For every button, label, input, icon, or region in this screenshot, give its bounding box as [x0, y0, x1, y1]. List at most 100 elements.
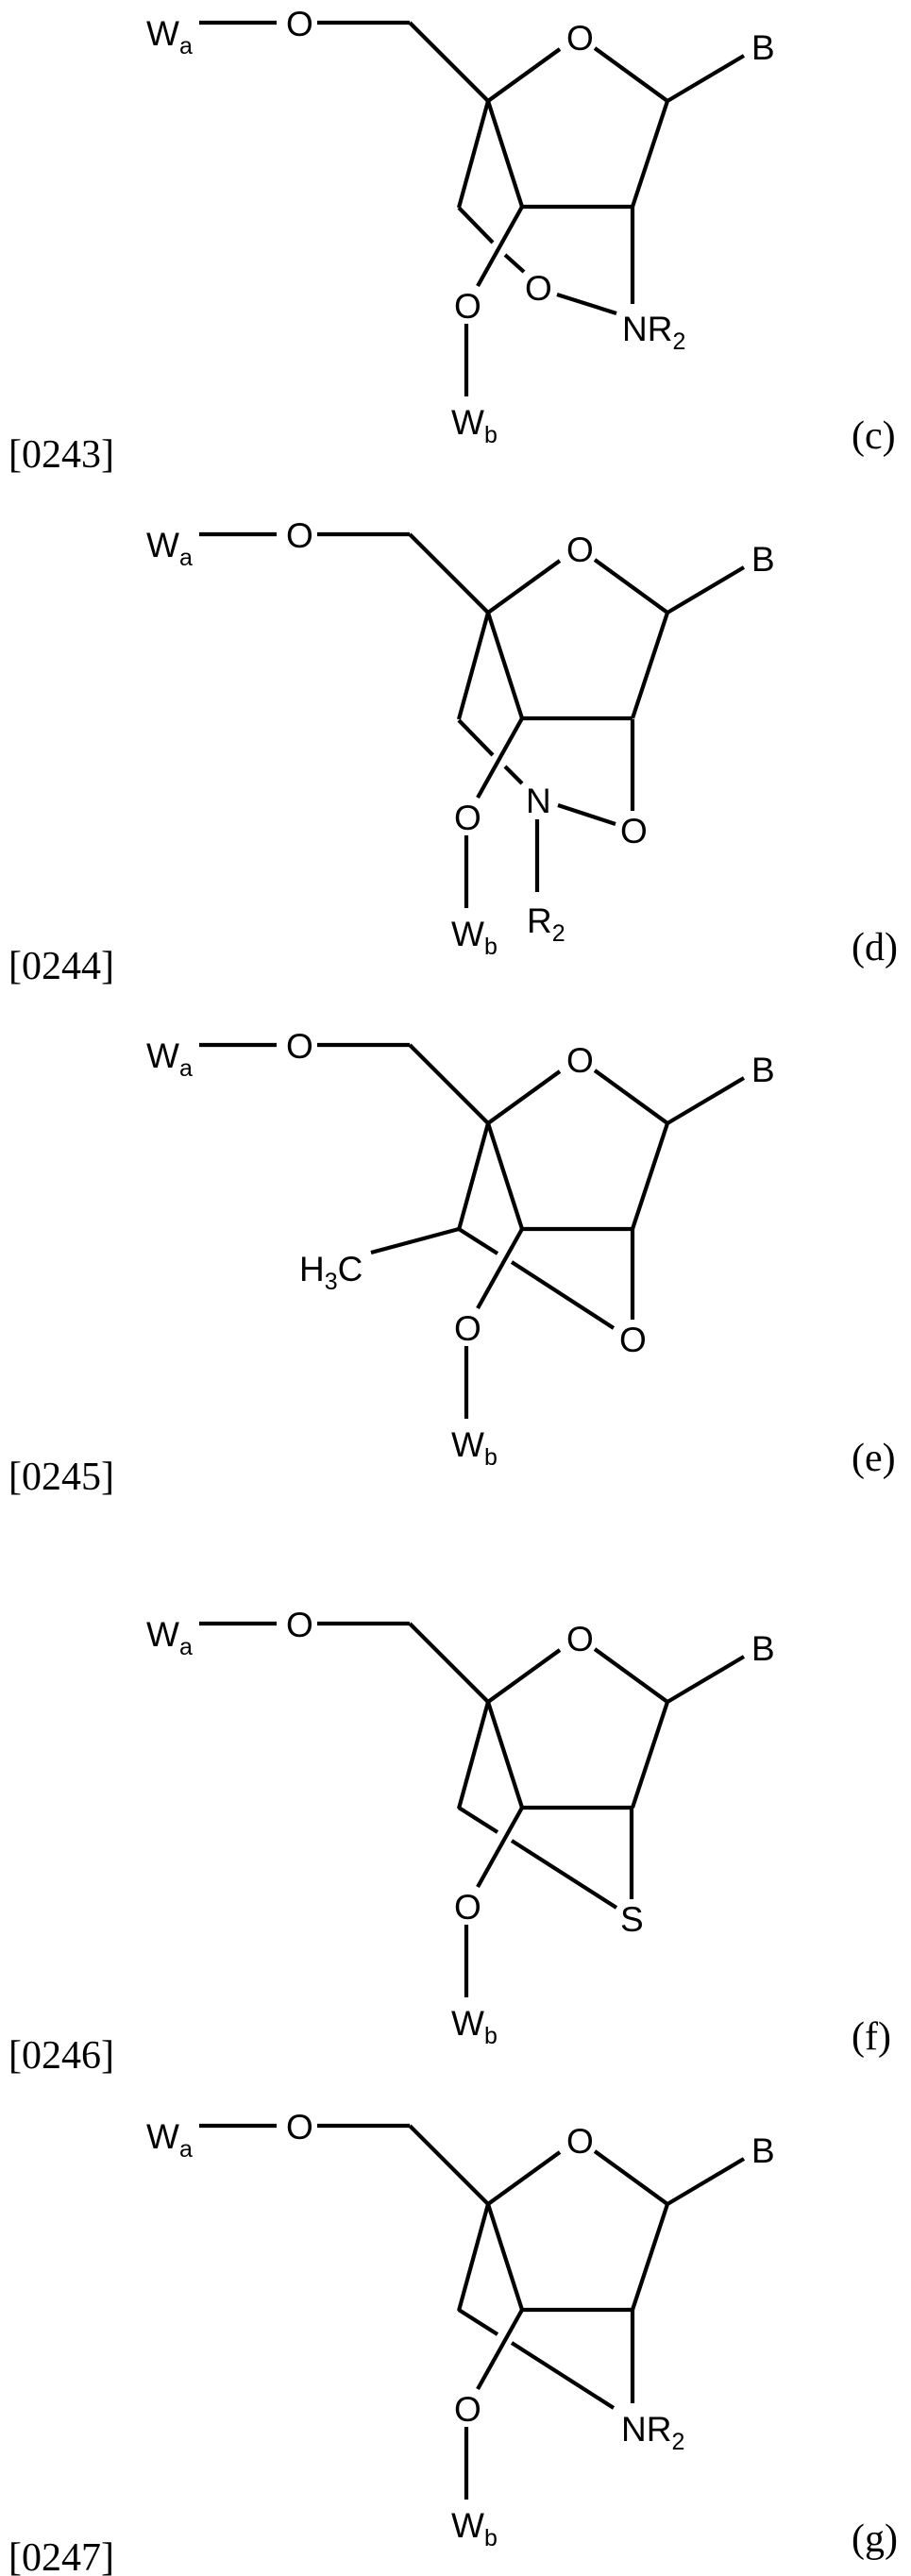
bond-line: [631, 612, 669, 719]
bridge-atom-label: H3C: [299, 1250, 363, 1295]
oxygen-5-label: O: [286, 1606, 313, 1644]
wb-label: Wb: [451, 2506, 498, 2551]
bond-line: [486, 1069, 562, 1125]
bond-line: [486, 2150, 562, 2206]
wa-label: Wa: [146, 1615, 193, 1660]
figure-label: (e): [852, 1437, 896, 1480]
oxygen-5-label: O: [286, 2108, 313, 2147]
bond-line: [666, 1076, 746, 1125]
bond-line: [510, 2341, 616, 2410]
bond-line: [456, 100, 491, 209]
base-label: B: [751, 2131, 775, 2170]
oxygen-3-label: O: [454, 1888, 481, 1927]
wb-label: Wb: [451, 915, 498, 960]
bond-line: [503, 765, 524, 785]
bridge-atom-label: NR2: [622, 310, 685, 355]
wa-label: Wa: [146, 1036, 193, 1082]
bond-line: [510, 1260, 616, 1330]
bridge-atom-label: NR2: [621, 2410, 684, 2455]
bond-line: [666, 1655, 746, 1704]
ring-oxygen-label: O: [566, 19, 594, 58]
bond-line: [631, 2203, 669, 2311]
bond-line: [457, 718, 495, 757]
bond-line: [666, 2157, 746, 2206]
bond-line: [503, 253, 526, 274]
oxygen-3-label: O: [454, 1309, 481, 1348]
base-label: B: [751, 540, 775, 579]
paragraph-number: [0246]: [8, 2034, 114, 2078]
figure-label: (g): [852, 2517, 898, 2561]
bond-line: [457, 1227, 499, 1255]
bridge-atom-label: O: [525, 269, 552, 308]
wb-label: Wb: [451, 2004, 498, 2049]
paragraph-number: [0247]: [8, 2536, 114, 2576]
wa-label: Wa: [146, 526, 193, 571]
ring-oxygen-label: O: [566, 2122, 594, 2161]
bond-line: [457, 206, 495, 244]
oxygen-5-label: O: [286, 1027, 313, 1066]
bridge-atom-label: R2: [527, 901, 565, 947]
bond-line: [486, 2203, 524, 2311]
paragraph-number: [0245]: [8, 1456, 114, 1499]
bond-line: [486, 100, 524, 208]
bond-line: [486, 559, 562, 615]
bond-line: [631, 100, 669, 208]
figure-label: (f): [852, 2015, 891, 2059]
bridge-atom-label: N: [526, 782, 551, 820]
bond-line: [456, 1122, 491, 1231]
figure-label: (c): [852, 414, 896, 458]
wa-label: Wa: [146, 14, 193, 59]
bond-line: [666, 565, 746, 615]
wa-label: Wa: [146, 2117, 193, 2163]
bond-line: [476, 205, 524, 288]
ring-oxygen-label: O: [566, 1620, 594, 1658]
wb-label: Wb: [451, 1425, 498, 1471]
bond-line: [457, 2308, 499, 2336]
paragraph-number: [0243]: [8, 433, 114, 477]
oxygen-3-label: O: [454, 799, 481, 837]
bond-line: [408, 1043, 490, 1125]
bond-line: [631, 1122, 669, 1230]
ring-oxygen-label: O: [566, 530, 594, 569]
bond-line: [456, 2203, 491, 2312]
bond-line: [486, 612, 524, 719]
bond-line: [456, 1701, 491, 1810]
bond-line: [556, 292, 617, 316]
figure-label: (d): [852, 926, 898, 969]
bond-line: [476, 1227, 524, 1310]
bond-line: [476, 1806, 524, 1889]
bond-line: [486, 47, 562, 103]
oxygen-5-label: O: [286, 516, 313, 555]
bridge-atom-label: O: [619, 1321, 647, 1359]
bond-line: [476, 716, 524, 800]
bond-line: [408, 21, 490, 103]
bridge-atom-label: O: [620, 812, 648, 850]
bond-line: [408, 532, 490, 615]
bond-line: [631, 1701, 669, 1809]
base-label: B: [751, 28, 775, 67]
ring-oxygen-label: O: [566, 1041, 594, 1080]
bond-line: [457, 1806, 499, 1834]
bond-line: [408, 2124, 490, 2206]
wb-label: Wb: [451, 403, 498, 448]
base-label: B: [751, 1051, 775, 1089]
oxygen-3-label: O: [454, 2390, 481, 2429]
bond-line: [476, 2308, 524, 2391]
bond-line: [486, 1122, 524, 1230]
oxygen-5-label: O: [286, 5, 313, 43]
bond-line: [510, 1839, 618, 1910]
bond-line: [456, 612, 491, 720]
bond-line: [486, 1701, 524, 1809]
bond-line: [408, 1622, 490, 1704]
bond-line: [593, 46, 669, 103]
bond-line: [593, 1647, 669, 1704]
bond-line: [593, 2149, 669, 2206]
bond-line: [666, 54, 746, 103]
bond-line: [557, 803, 616, 826]
